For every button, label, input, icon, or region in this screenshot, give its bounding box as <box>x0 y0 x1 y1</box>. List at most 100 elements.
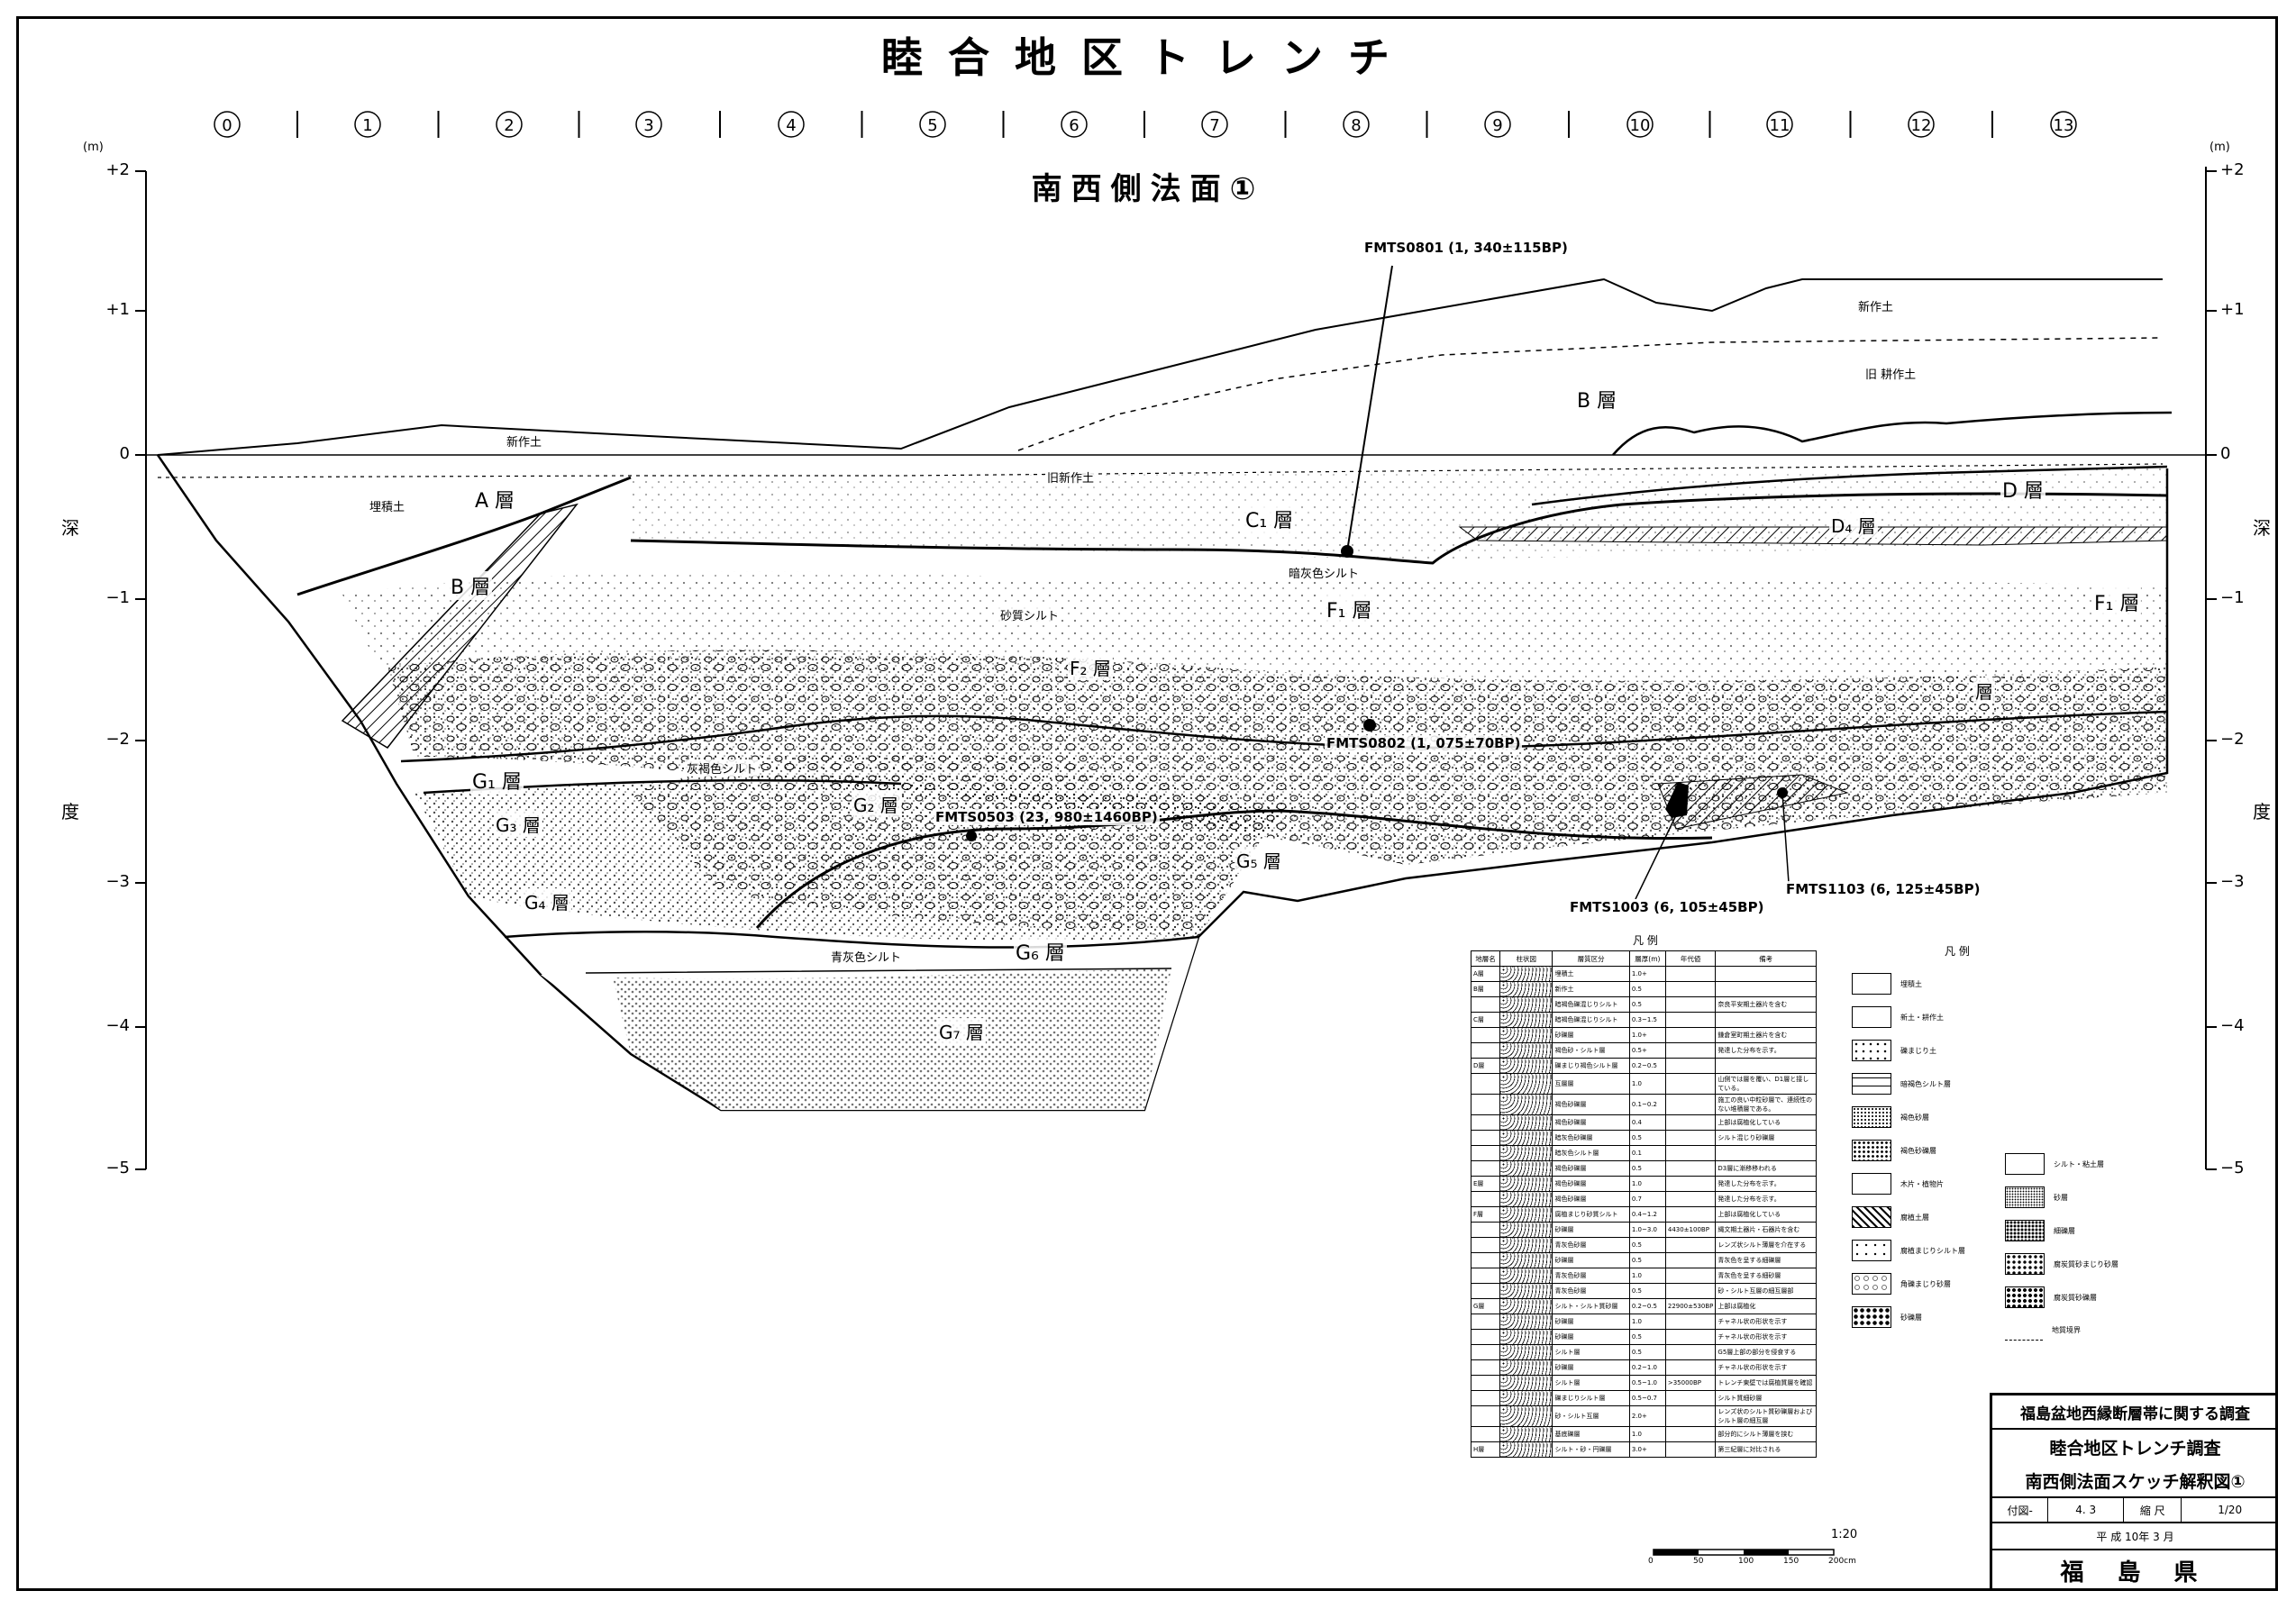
legend-cell: 0.1~0.2 <box>1628 1094 1666 1115</box>
symbol-legend-label: 角礫まじり砂層 <box>1900 1279 1951 1288</box>
legend-cell: 青灰色砂層 <box>1552 1268 1630 1284</box>
legend-cell <box>1664 1237 1717 1253</box>
legend-cell <box>1664 1027 1717 1043</box>
column-marker-label: 12 <box>1911 116 1932 135</box>
legend-cell <box>1664 1114 1717 1131</box>
annotation-gravel-silt: 砂質シルト <box>998 606 1061 623</box>
legend-cell: 0.2~0.5 <box>1628 1298 1666 1314</box>
depth-unit-left: (m) <box>83 141 104 154</box>
column-marker-label: 11 <box>1770 116 1790 135</box>
layer-label-g5: G₅ 層 <box>1235 847 1283 873</box>
legend-column-header: 備考 <box>1715 950 1817 967</box>
legend-cell <box>1499 1191 1553 1207</box>
scale-bar-tick: 100 <box>1738 1557 1754 1566</box>
legend-cell <box>1470 1130 1501 1146</box>
symbol-legend-label: 地質境界 <box>2052 1326 2081 1334</box>
sample-label-fmts1103: FMTS1103 (6, 125±45BP) <box>1784 881 1982 897</box>
legend-cell: 0.3~1.5 <box>1628 1012 1666 1028</box>
column-marker-circle <box>354 111 381 138</box>
symbol-swatch <box>1852 1173 1891 1195</box>
legend-column-header: 柱状図 <box>1499 950 1553 967</box>
legend-cell: B層 <box>1470 981 1501 997</box>
legend-cell <box>1715 981 1817 997</box>
legend-cell <box>1499 1314 1553 1330</box>
legend-cell <box>1470 1145 1501 1161</box>
legend-cell <box>1499 1027 1553 1043</box>
legend-cell <box>1499 1344 1553 1360</box>
legend-cell: レンズ状のシルト質砂礫層およびシルト層の細互層 <box>1715 1405 1817 1427</box>
legend-cell: 砂礫層 <box>1552 1027 1630 1043</box>
depth-tick-label-right: −3 <box>2220 872 2245 891</box>
legend-cell: 1.0 <box>1628 1268 1666 1284</box>
depth-axis-char-left: 深 <box>61 517 79 539</box>
symbol-legend-label: 褐色砂層 <box>1900 1113 1929 1122</box>
symbol-swatch <box>2005 1153 2045 1175</box>
sample-label-fmts1003: FMTS1003 (6, 105±45BP) <box>1568 899 1766 915</box>
depth-axis-char-right: 深 <box>2253 517 2271 539</box>
legend-cell: 0.4 <box>1628 1114 1666 1131</box>
legend-cell: 0.5~1.0 <box>1628 1375 1666 1391</box>
legend-cell: H層 <box>1470 1441 1501 1458</box>
legend-cell: 0.5 <box>1628 1329 1666 1345</box>
legend-cell: 褐色砂礫層 <box>1552 1191 1630 1207</box>
legend-cell <box>1470 1314 1501 1330</box>
column-marker-circle <box>1908 111 1935 138</box>
tb-scale-label: 縮 尺 <box>2124 1498 2182 1522</box>
legend-cell: D層 <box>1470 1058 1501 1074</box>
column-marker-circle <box>214 111 241 138</box>
legend-cell <box>1499 1390 1553 1406</box>
legend-cell <box>1499 1375 1553 1391</box>
column-marker-circle <box>919 111 946 138</box>
symbol-swatch <box>2005 1253 2045 1275</box>
depth-axis-char-right: 度 <box>2253 801 2271 823</box>
legend-cell <box>1499 1130 1553 1146</box>
legend-cell <box>1470 1073 1501 1095</box>
legend-cell: 腐植まじり砂質シルト <box>1552 1206 1630 1223</box>
legend-cell <box>1499 1094 1553 1115</box>
legend-cell: 上部は腐植化 <box>1715 1298 1817 1314</box>
page-title: 睦合地区トレンチ <box>881 33 1415 82</box>
legend-cell <box>1664 1283 1717 1299</box>
legend-cell: 砂礫層 <box>1552 1359 1630 1376</box>
legend-cell: 施工の良い中粒砂層で、連続性のない堆積層である。 <box>1715 1094 1817 1115</box>
depth-tick-label-right: 0 <box>2220 444 2231 463</box>
legend-cell <box>1470 1390 1501 1406</box>
legend-cell: 22900±530BP <box>1664 1298 1717 1314</box>
layer-label-f2: F₂ 層 <box>1068 654 1113 680</box>
legend-cell: チャネル状の形状を示す <box>1715 1314 1817 1330</box>
symbol-legend-item: 腐炭質砂礫層 <box>2005 1286 2097 1308</box>
legend-cell <box>1499 1206 1553 1223</box>
legend-cell: 青灰色砂層 <box>1552 1283 1630 1299</box>
legend-cell: 砂礫層 <box>1552 1252 1630 1268</box>
symbol-legend-item: 細礫層 <box>2005 1220 2075 1241</box>
legend-cell <box>1499 1268 1553 1284</box>
legend-cell <box>1499 1058 1553 1074</box>
legend-cell: 1.0~3.0 <box>1628 1222 1666 1238</box>
symbol-legend-item: 礫まじり土 <box>1852 1040 1936 1061</box>
legend-cell <box>1664 1329 1717 1345</box>
legend-cell: 0.2~0.5 <box>1628 1058 1666 1074</box>
legend-cell <box>1664 1160 1717 1177</box>
symbol-swatch <box>1852 1073 1891 1095</box>
depth-tick-label-right: −4 <box>2220 1016 2245 1035</box>
layer-label-a: A 層 <box>473 485 517 514</box>
column-marker-circle <box>496 111 523 138</box>
symbol-legend-item: 砂層 <box>2005 1186 2068 1208</box>
symbol-swatch <box>1852 1273 1891 1295</box>
tb-info-row: 付図- 4. 3 縮 尺 1/20 <box>1992 1498 2278 1523</box>
legend-cell <box>1499 996 1553 1013</box>
legend-cell <box>1499 1298 1553 1314</box>
legend-cell: 0.5 <box>1628 1130 1666 1146</box>
